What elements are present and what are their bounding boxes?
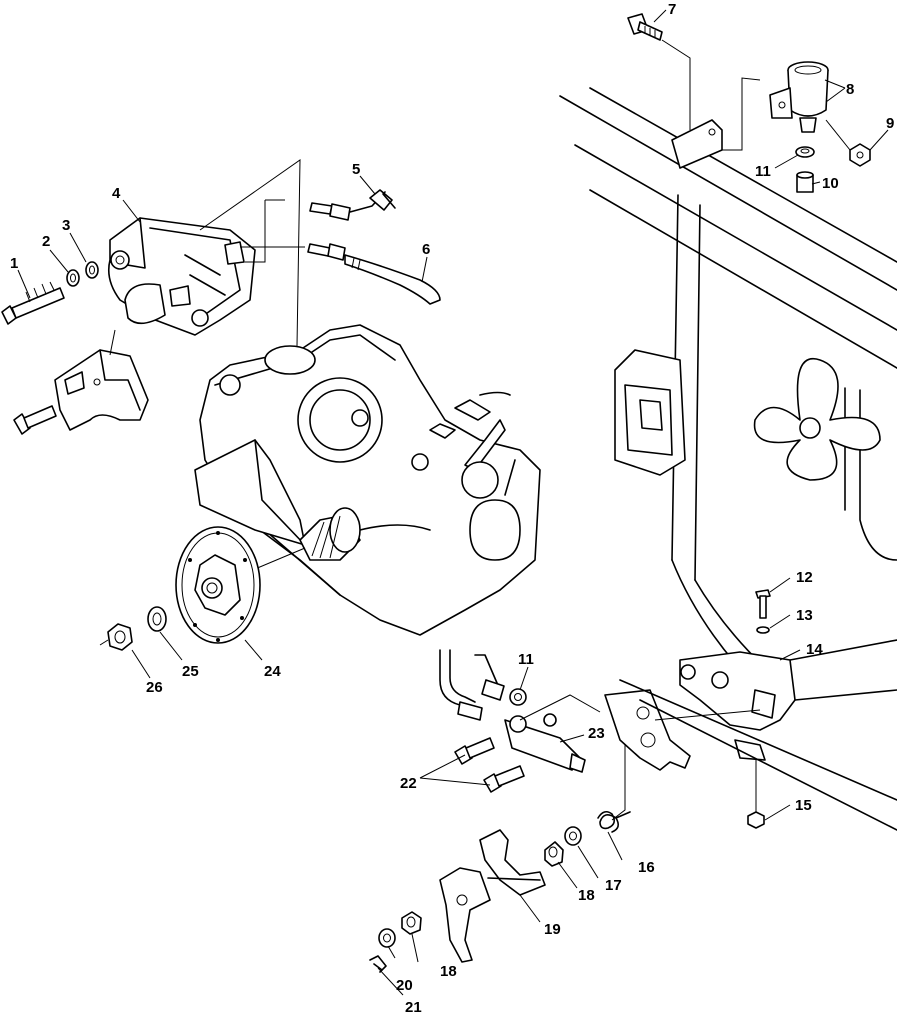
- callout-6: 6: [422, 241, 430, 258]
- bolt-22-lower: [483, 765, 525, 793]
- callout-18-upper: 18: [578, 887, 595, 904]
- callout-2: 2: [42, 233, 50, 250]
- callout-10: 10: [822, 175, 839, 192]
- washer-17: [564, 826, 582, 846]
- frame-rails: [559, 87, 897, 691]
- callout-23: 23: [588, 725, 605, 742]
- bracket-23: [604, 689, 691, 771]
- nut-15: [747, 811, 765, 829]
- callout-19: 19: [544, 921, 561, 938]
- callout-25: 25: [182, 663, 199, 680]
- brake-disc-24: [175, 526, 261, 644]
- bolt-22-upper: [454, 737, 495, 765]
- leader-9-line: [825, 119, 851, 151]
- lockwasher-2: [66, 269, 80, 287]
- callout-8: 8: [846, 81, 854, 98]
- brake-line-lower: [439, 649, 505, 721]
- callout-17: 17: [605, 877, 622, 894]
- bolt-12: [755, 589, 771, 619]
- callout-4: 4: [112, 185, 121, 202]
- washer-20: [378, 928, 396, 948]
- washer-11-top: [795, 146, 815, 158]
- leader-bracket-spring: [611, 745, 626, 821]
- callout-3: 3: [62, 217, 70, 234]
- callout-20: 20: [396, 977, 413, 994]
- bolt-1: [1, 281, 65, 325]
- lever-arm: [429, 391, 511, 499]
- callout-labels: 1 2 3 4 5 6 7 8 9 10 11 11 12 13 14 15 1…: [10, 1, 894, 1014]
- assembly-line-mc: [519, 694, 601, 721]
- brake-line-fitting-5: [309, 189, 396, 221]
- bushing-18-upper: [544, 841, 564, 867]
- callout-16: 16: [638, 859, 655, 876]
- reservoir-8: [769, 61, 829, 133]
- hose-10: [796, 171, 814, 193]
- nut-26: [107, 623, 133, 651]
- washer-11-lower: [509, 688, 527, 706]
- caliper-4: [107, 217, 256, 336]
- bolt-7: [627, 13, 663, 41]
- brake-hose-6: [307, 243, 441, 305]
- callout-15: 15: [795, 797, 812, 814]
- assembly-line-bracket: [245, 200, 266, 263]
- leader-lines: [17, 9, 889, 996]
- axis-line-26: [99, 639, 109, 646]
- callout-18-lower: 18: [440, 963, 457, 980]
- spring-16: [597, 810, 631, 833]
- callout-12: 12: [796, 569, 813, 586]
- pivot-bracket-14: [619, 639, 897, 831]
- callout-5: 5: [352, 161, 360, 178]
- clip-21: [369, 955, 387, 973]
- callout-24: 24: [264, 663, 281, 680]
- cooling-fan: [753, 358, 881, 481]
- washer-25: [147, 606, 167, 632]
- engine-mount-bracket: [194, 439, 306, 546]
- callout-14: 14: [806, 641, 823, 658]
- leader-pad: [109, 329, 116, 356]
- frame-bracket: [614, 349, 686, 476]
- brake-shaft: [204, 507, 361, 591]
- callout-21: 21: [405, 999, 422, 1014]
- washer-13: [756, 626, 770, 634]
- callout-11-lower: 11: [518, 651, 534, 668]
- callout-7: 7: [668, 1, 676, 18]
- engine-case: [199, 324, 541, 636]
- nut-9: [849, 143, 871, 167]
- mount-tab: [671, 119, 723, 169]
- pad-bolt: [13, 405, 57, 435]
- callout-11-top: 11: [755, 163, 771, 180]
- master-cylinder: [504, 713, 586, 773]
- callout-1: 1: [10, 255, 18, 272]
- callout-9: 9: [886, 115, 894, 132]
- callout-26: 26: [146, 679, 163, 696]
- callout-13: 13: [796, 607, 813, 624]
- leader-tab: [722, 77, 761, 151]
- bushing-18-lower: [401, 911, 422, 935]
- brake-pad-bracket: [54, 349, 149, 431]
- callout-22: 22: [400, 775, 417, 792]
- pedal-19: [439, 829, 546, 963]
- washer-3: [85, 261, 99, 279]
- leader-7: [661, 39, 691, 130]
